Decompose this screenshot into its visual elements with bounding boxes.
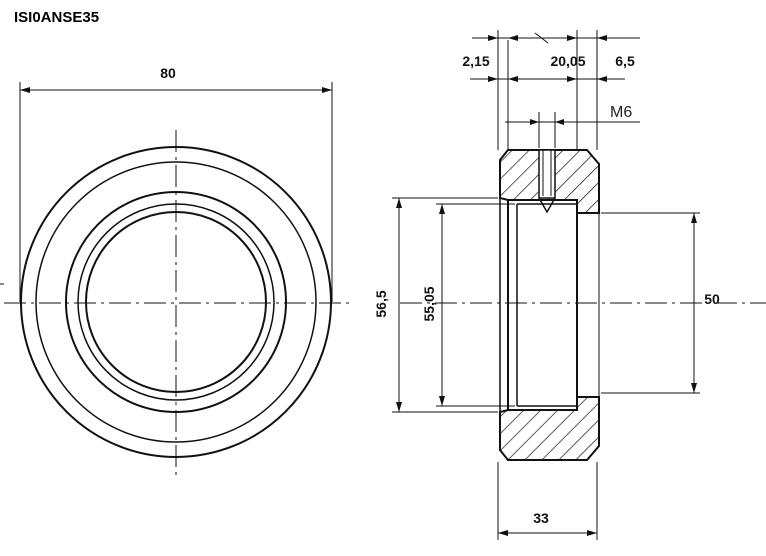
thread-hole bbox=[538, 149, 556, 199]
thread-m6-label: M6 bbox=[610, 104, 632, 121]
outer-circle bbox=[20, 146, 332, 458]
dim-2-15-label: 2,15 bbox=[462, 53, 489, 69]
dim-80-arrow-left bbox=[20, 87, 30, 93]
section-view bbox=[392, 30, 766, 540]
front-view bbox=[0, 82, 352, 480]
outer-circle-inner-edge bbox=[35, 161, 317, 443]
dim-55-05-label: 55,05 bbox=[421, 286, 437, 321]
bore-circle-inner bbox=[85, 211, 267, 393]
dim-33-label: 33 bbox=[533, 510, 549, 526]
dim-80-label: 80 bbox=[160, 65, 176, 81]
dim-56-5-label: 56,5 bbox=[373, 290, 389, 317]
dim-50-label: 50 bbox=[704, 291, 720, 307]
dim-20-05-label: 20,05 bbox=[550, 53, 585, 69]
bore-circle-outer bbox=[65, 191, 287, 413]
dim-80-arrow-right bbox=[322, 87, 332, 93]
bore-circle-mid bbox=[77, 203, 275, 401]
dim-6-5-label: 6,5 bbox=[615, 53, 635, 69]
drawing-title: ISI0ANSE35 bbox=[14, 9, 100, 26]
